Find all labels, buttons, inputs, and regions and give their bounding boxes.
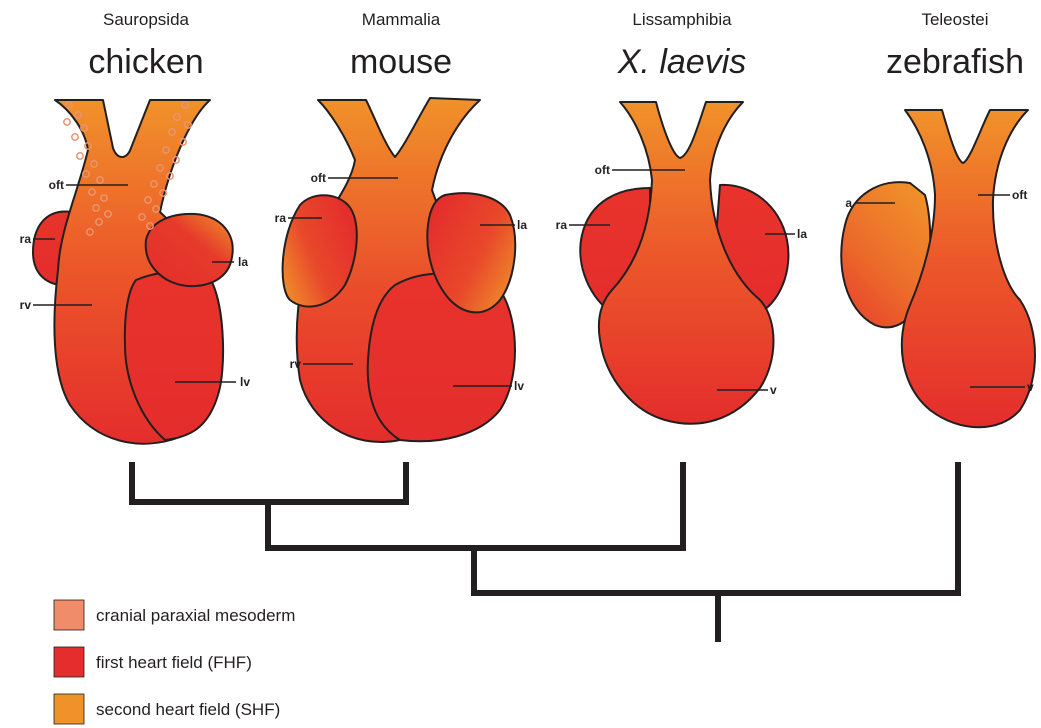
label-ra: ra — [556, 218, 568, 232]
legend-label: first heart field (FHF) — [96, 653, 252, 672]
zebrafish-heart: a oft v — [841, 110, 1035, 427]
label-v: v — [1027, 380, 1034, 394]
legend: cranial paraxial mesoderm first heart fi… — [54, 600, 295, 724]
species-name: chicken — [88, 43, 203, 81]
label-oft: oft — [1012, 188, 1027, 202]
legend-swatch — [54, 694, 84, 724]
label-lv: lv — [514, 379, 524, 393]
label-ra: ra — [20, 232, 32, 246]
label-oft: oft — [595, 163, 610, 177]
legend-swatch — [54, 600, 84, 630]
label-oft: oft — [311, 171, 326, 185]
xlaevis-heart: oft ra la v — [556, 102, 808, 424]
species-header-mouse: Mammalia mouse — [350, 10, 452, 81]
species-header-chicken: Sauropsida chicken — [88, 10, 203, 81]
label-rv: rv — [290, 357, 302, 371]
legend-item-cpm: cranial paraxial mesoderm — [54, 600, 295, 630]
legend-item-fhf: first heart field (FHF) — [54, 647, 252, 677]
label-la: la — [238, 255, 248, 269]
clade-label: Mammalia — [362, 10, 441, 29]
species-name: zebrafish — [886, 43, 1024, 81]
legend-swatch — [54, 647, 84, 677]
species-name: X. laevis — [617, 43, 747, 81]
label-la: la — [797, 227, 807, 241]
chicken-heart: oft ra la rv lv — [20, 100, 251, 444]
label-v: v — [770, 383, 777, 397]
label-rv: rv — [20, 298, 32, 312]
species-header-xlaevis: Lissamphibia X. laevis — [617, 10, 747, 81]
mouse-heart: oft ra la rv lv — [275, 98, 528, 442]
label-ra: ra — [275, 211, 287, 225]
clade-label: Teleostei — [921, 10, 988, 29]
label-oft: oft — [49, 178, 64, 192]
label-lv: lv — [240, 375, 250, 389]
label-la: la — [517, 218, 527, 232]
species-name: mouse — [350, 43, 452, 81]
species-header-zebrafish: Teleostei zebrafish — [886, 10, 1024, 81]
legend-label: cranial paraxial mesoderm — [96, 606, 295, 625]
legend-item-shf: second heart field (SHF) — [54, 694, 280, 724]
clade-label: Lissamphibia — [632, 10, 732, 29]
label-a: a — [845, 196, 852, 210]
legend-label: second heart field (SHF) — [96, 700, 280, 719]
clade-label: Sauropsida — [103, 10, 190, 29]
